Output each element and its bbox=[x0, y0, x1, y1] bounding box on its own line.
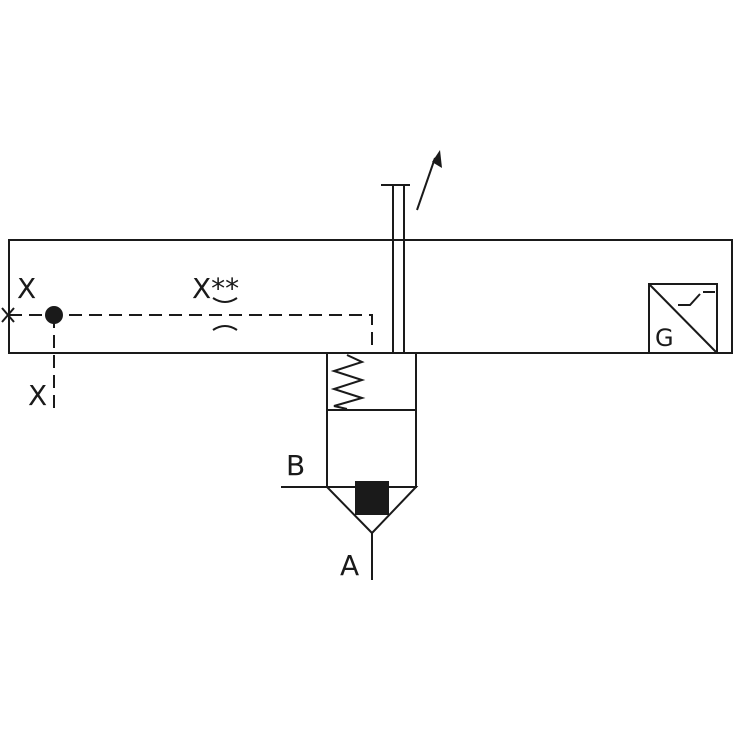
port-b-label: B bbox=[286, 449, 305, 482]
valve-stem bbox=[381, 184, 410, 353]
orifice-icon bbox=[212, 297, 238, 331]
port-a-label: A bbox=[340, 549, 359, 582]
adjustment-arrow-icon bbox=[416, 150, 442, 211]
port-x-bottom-label: X bbox=[28, 379, 47, 412]
sensor-label: G bbox=[655, 324, 674, 352]
port-x-orifice-label: X** bbox=[192, 272, 239, 305]
pilot-line bbox=[9, 314, 373, 353]
poppet-block bbox=[355, 481, 389, 515]
port-x-left-label: X bbox=[17, 272, 36, 305]
sensor-icon: G bbox=[648, 283, 718, 354]
valve-body-rect bbox=[8, 239, 733, 354]
spring-chamber bbox=[326, 352, 417, 411]
spring-icon bbox=[330, 354, 366, 410]
junction-dot-icon bbox=[45, 306, 63, 324]
plug-x-icon bbox=[1, 307, 15, 323]
valve-chamber bbox=[326, 409, 417, 488]
